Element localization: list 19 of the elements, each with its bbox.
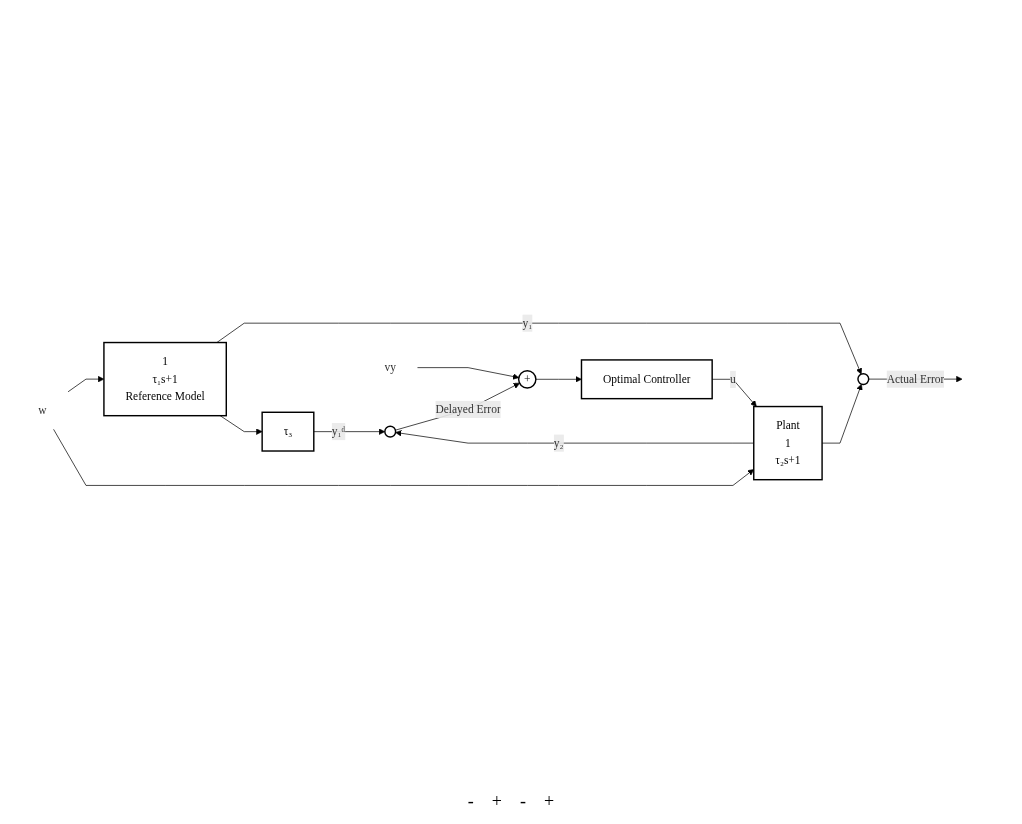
node-text: w	[38, 403, 47, 416]
edge-label: Delayed Error	[435, 402, 501, 415]
node-circle	[857, 372, 870, 385]
sign-label: -	[520, 791, 526, 812]
node-box: Optimal Controller	[580, 358, 713, 399]
sign-label: -	[467, 791, 474, 812]
edge-label: Actual Error	[886, 372, 945, 385]
node-circle	[384, 425, 397, 438]
sign-label: +	[544, 791, 555, 812]
node-box: Plant 1 τ₂s+1	[753, 405, 823, 480]
edge-label: y₁ᵈ	[331, 424, 346, 437]
sign-label: +	[491, 791, 502, 812]
edge-label: y₂	[553, 436, 564, 449]
node-box: 1 τ₁s+1 Reference Model	[103, 341, 227, 416]
edge-label: u	[730, 372, 736, 385]
node-text: vy	[384, 360, 396, 373]
node-circle: +	[517, 369, 537, 389]
node-box: τ₃	[261, 411, 315, 452]
edge-label: y₁	[522, 316, 533, 329]
